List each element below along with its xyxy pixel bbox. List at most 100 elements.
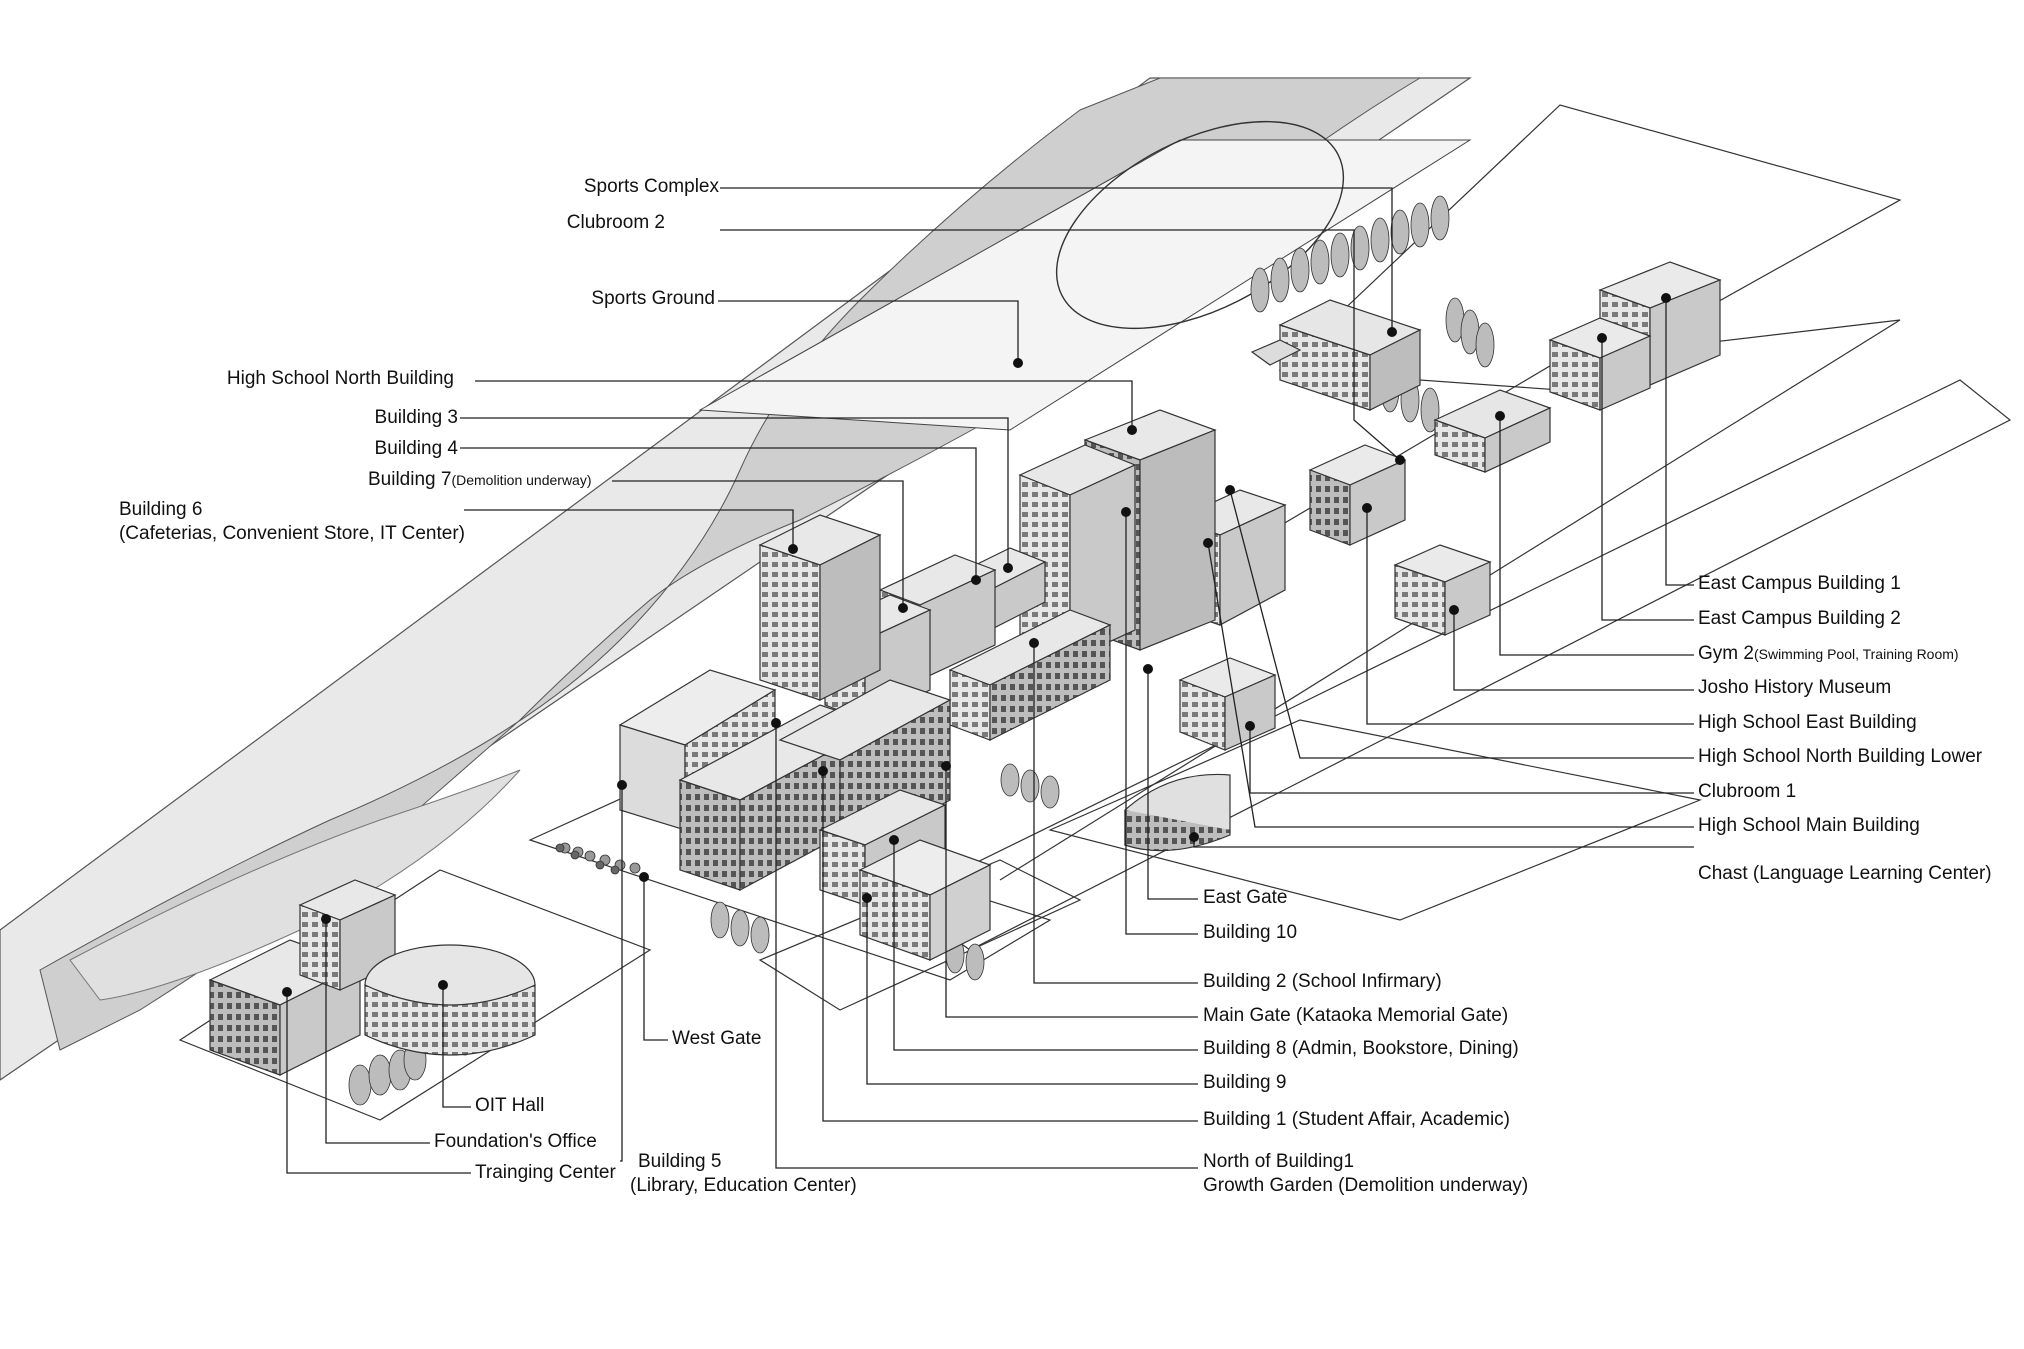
leader-josho-museum: [1453, 610, 1694, 691]
label-hs-east-building[interactable]: High School East Building: [1698, 712, 1917, 733]
marker-east-gate[interactable]: [1143, 664, 1153, 674]
marker-hs-north-lower[interactable]: [1225, 485, 1235, 495]
trees: [348, 195, 1495, 1106]
label-clubroom-2[interactable]: Clubroom 2: [566, 212, 665, 233]
label-foundation-office[interactable]: Foundation's Office: [434, 1131, 597, 1152]
leader-building-1: [822, 771, 1198, 1122]
high-school-north-building: [1083, 409, 1217, 651]
label-building-6[interactable]: Building 6 (Cafeterias, Convenient Store…: [119, 498, 465, 546]
marker-building-8[interactable]: [889, 835, 899, 845]
label-building-5[interactable]: Building 5 (Library, Education Center): [630, 1150, 857, 1198]
foundation-office-building: [298, 879, 397, 991]
building-6-note: (Cafeterias, Convenient Store, IT Center…: [118, 523, 465, 544]
label-building-2[interactable]: Building 2 (School Infirmary): [1203, 971, 1442, 992]
building-7-note: (Demolition underway): [451, 472, 592, 488]
label-josho-museum[interactable]: Josho History Museum: [1698, 677, 1892, 698]
leader-east-campus-2: [1601, 338, 1694, 621]
leader-east-gate: [1147, 669, 1198, 900]
leader-building-5: [620, 785, 623, 1162]
leader-hs-main-building: [1207, 542, 1694, 828]
label-building-9[interactable]: Building 9: [1203, 1072, 1287, 1093]
building-5-note: (Library, Education Center): [630, 1175, 857, 1196]
marker-building-4[interactable]: [971, 575, 981, 585]
marker-clubroom-1[interactable]: [1245, 721, 1255, 731]
marker-east-campus-2[interactable]: [1597, 333, 1607, 343]
label-building-1[interactable]: Building 1 (Student Affair, Academic): [1203, 1109, 1510, 1130]
building-6: [758, 514, 882, 701]
leader-hs-north-building: [475, 380, 1133, 430]
gym-2-name: Gym 2: [1698, 643, 1754, 664]
label-main-gate[interactable]: Main Gate (Kataoka Memorial Gate): [1203, 1005, 1509, 1026]
marker-building-5[interactable]: [617, 780, 627, 790]
building-10: [1018, 444, 1137, 661]
leader-gym-2: [1499, 416, 1694, 656]
building-6-name: Building 6: [118, 499, 203, 520]
label-hs-main-building[interactable]: High School Main Building: [1698, 815, 1920, 836]
josho-history-museum-building: [1393, 544, 1492, 636]
building-2: [948, 609, 1112, 741]
marker-chast[interactable]: [1189, 832, 1199, 842]
marker-building-7[interactable]: [898, 603, 908, 613]
leader-sports-ground: [718, 300, 1019, 363]
north-building1-line1: North of Building1: [1203, 1151, 1355, 1172]
marker-building-2[interactable]: [1029, 638, 1039, 648]
marker-hs-north-building[interactable]: [1127, 425, 1137, 435]
leader-building-10: [1125, 512, 1198, 935]
leader-building-7: [612, 480, 904, 608]
marker-west-gate[interactable]: [639, 872, 649, 882]
label-west-gate[interactable]: West Gate: [672, 1028, 762, 1049]
leader-hs-east-building: [1366, 508, 1694, 725]
leader-east-campus-1: [1665, 298, 1694, 586]
label-east-campus-2[interactable]: East Campus Building 2: [1698, 608, 1901, 629]
marker-building-6[interactable]: [788, 544, 798, 554]
label-clubroom-1[interactable]: Clubroom 1: [1698, 781, 1797, 802]
chast-building: [1124, 773, 1231, 852]
oit-hall-building: [364, 944, 536, 1056]
label-building-4[interactable]: Building 4: [374, 438, 458, 459]
marker-josho-museum[interactable]: [1449, 605, 1459, 615]
marker-building-10[interactable]: [1121, 507, 1131, 517]
marker-sports-complex[interactable]: [1387, 327, 1397, 337]
label-north-building1[interactable]: North of Building1 Growth Garden (Demoli…: [1203, 1150, 1528, 1198]
marker-building-9[interactable]: [862, 893, 872, 903]
marker-north-building1[interactable]: [771, 718, 781, 728]
label-east-gate[interactable]: East Gate: [1203, 887, 1288, 908]
marker-hs-main-building[interactable]: [1203, 538, 1213, 548]
leader-building-2: [1033, 643, 1198, 984]
leader-chast: [1193, 837, 1694, 848]
label-chast[interactable]: Chast (Language Learning Center): [1698, 863, 1992, 884]
marker-training-center[interactable]: [282, 987, 292, 997]
label-hs-north-lower[interactable]: High School North Building Lower: [1698, 746, 1983, 767]
label-sports-complex[interactable]: Sports Complex: [583, 176, 719, 197]
marker-main-gate[interactable]: [941, 761, 951, 771]
clubroom-1-building: [1178, 657, 1277, 751]
marker-foundation-office[interactable]: [321, 914, 331, 924]
label-building-10[interactable]: Building 10: [1203, 922, 1298, 943]
leader-building-8: [893, 840, 1198, 1051]
high-school-east-building: [1308, 444, 1407, 546]
label-training-center[interactable]: Trainging Center: [475, 1162, 616, 1183]
marker-clubroom-2[interactable]: [1395, 455, 1405, 465]
label-sports-ground[interactable]: Sports Ground: [591, 288, 715, 309]
label-east-campus-1[interactable]: East Campus Building 1: [1698, 573, 1901, 594]
marker-gym-2[interactable]: [1495, 411, 1505, 421]
label-building-3[interactable]: Building 3: [374, 407, 458, 428]
leader-training-center: [286, 992, 471, 1174]
label-gym-2[interactable]: Gym 2(Swimming Pool, Training Room): [1698, 644, 1959, 663]
marker-building-3[interactable]: [1003, 563, 1013, 573]
marker-building-1[interactable]: [818, 766, 828, 776]
leader-building-6: [464, 509, 794, 549]
gym-2-note: (Swimming Pool, Training Room): [1753, 646, 1959, 662]
label-hs-north-building[interactable]: High School North Building: [226, 368, 454, 389]
label-building-8[interactable]: Building 8 (Admin, Bookstore, Dining): [1203, 1038, 1519, 1059]
gym-2-building: [1433, 389, 1552, 473]
building-5-name: Building 5: [638, 1151, 722, 1172]
marker-hs-east-building[interactable]: [1362, 503, 1372, 513]
leader-clubroom-1: [1249, 726, 1694, 794]
marker-east-campus-1[interactable]: [1661, 293, 1671, 303]
label-oit-hall[interactable]: OIT Hall: [475, 1095, 545, 1116]
label-building-7[interactable]: Building 7(Demolition underway): [368, 470, 592, 489]
marker-sports-ground[interactable]: [1013, 358, 1023, 368]
leader-dots: [282, 293, 1671, 997]
marker-oit-hall[interactable]: [438, 980, 448, 990]
